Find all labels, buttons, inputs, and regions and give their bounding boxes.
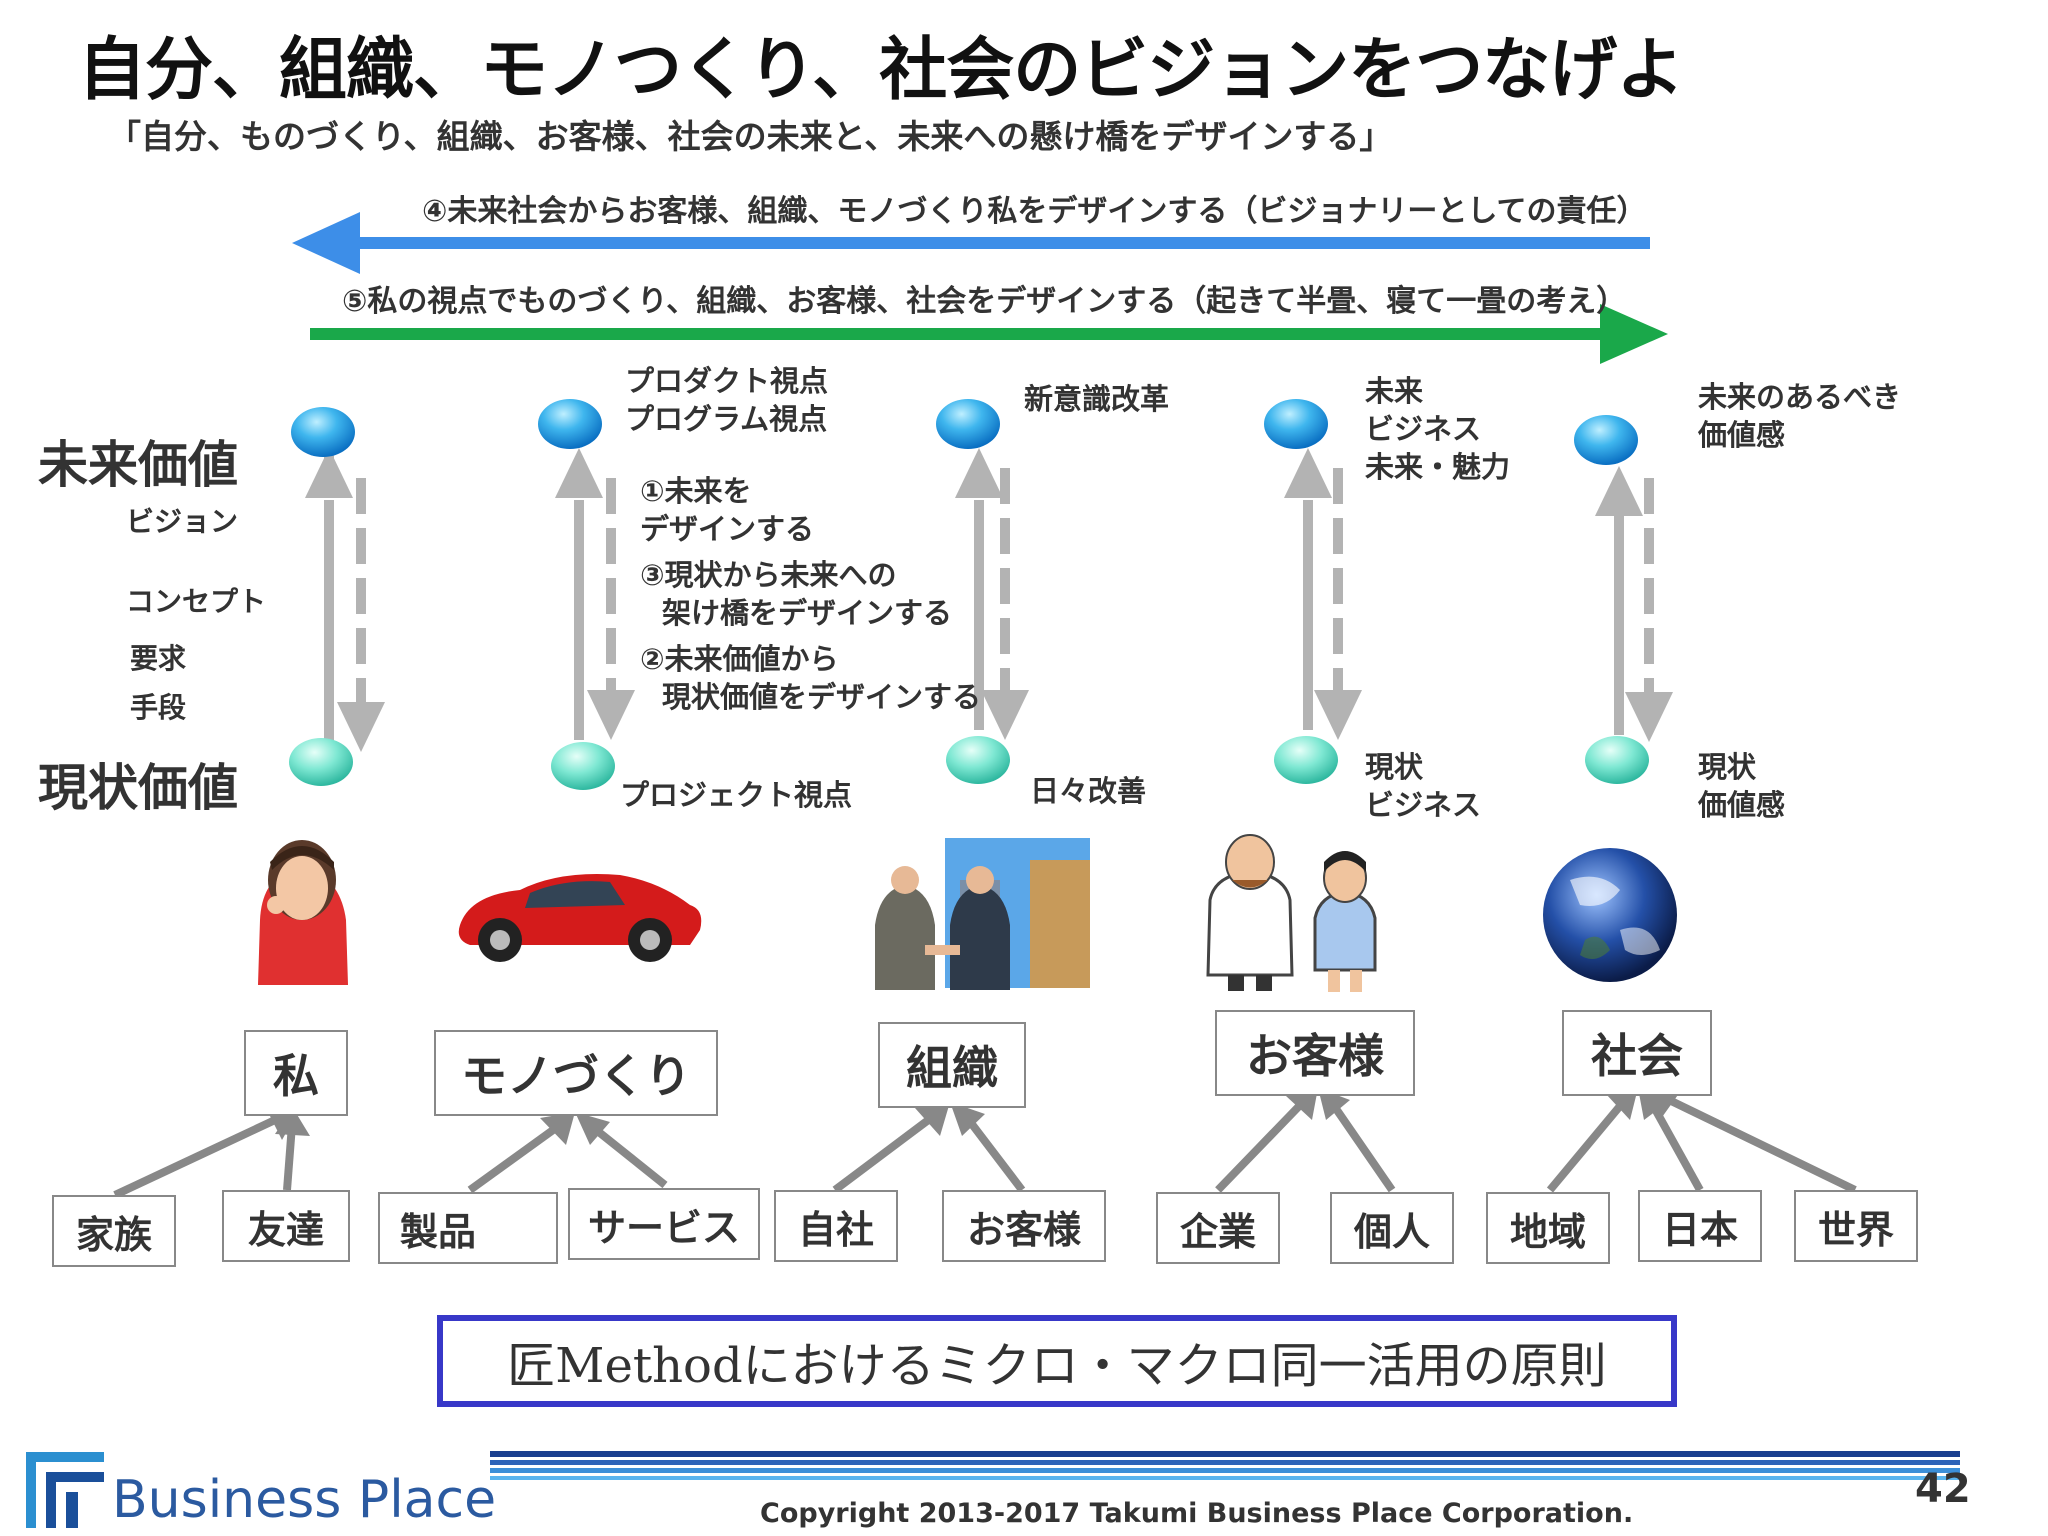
note-project: プロジェクト視点	[620, 778, 853, 812]
note-daily: 日々改善	[1030, 774, 1147, 808]
note-step1-1: ①未来を	[640, 474, 752, 508]
subitem-own-company: 自社	[774, 1190, 898, 1262]
subitem-friends: 友達	[222, 1190, 350, 1262]
note-future-business-3: 未来・魅力	[1365, 450, 1511, 484]
subitem-customer: お客様	[942, 1190, 1106, 1262]
note-current-values: 現状 価値感	[1698, 748, 1785, 824]
subitem-world: 世界	[1794, 1190, 1918, 1262]
note-current-business-1: 現状	[1365, 750, 1424, 784]
tree-arrowheads	[262, 1088, 1680, 1145]
subitem-japan: 日本	[1638, 1190, 1762, 1262]
present-to-future-arrow	[310, 304, 1668, 364]
future-value-label: 未来価値	[38, 436, 238, 494]
footer-stripes	[490, 1451, 1960, 1480]
subitem-family: 家族	[52, 1195, 176, 1267]
note-future-business-1: 未来	[1365, 374, 1424, 408]
customers-icon	[1206, 834, 1377, 992]
note-step1: ①未来を デザインする	[640, 472, 814, 548]
subitem-region: 地域	[1486, 1192, 1610, 1264]
future-to-present-arrow	[292, 212, 1650, 274]
category-self: 私	[244, 1030, 348, 1116]
note-step2-1: ②未来価値から	[640, 642, 839, 676]
category-organization: 組織	[878, 1022, 1026, 1108]
page-title: 自分、組織、モノつくり、社会のビジョンをつなげよ	[78, 31, 1684, 110]
note-current-business-2: ビジネス	[1365, 788, 1482, 822]
note-current-values-1: 現状	[1698, 750, 1757, 784]
side-label-concept: コンセプト	[126, 585, 267, 618]
note-product: プロダクト視点 プログラム視点	[625, 362, 828, 438]
principle-box: 匠Methodにおけるミクロ・マクロ同一活用の原則	[437, 1315, 1677, 1407]
note-step1-2: デザインする	[640, 512, 815, 546]
side-label-requirement: 要求	[130, 642, 187, 675]
note-step3: ③現状から未来への 架け橋をデザインする	[640, 556, 952, 632]
company-logo: Business Place	[112, 1470, 497, 1530]
note-current-business: 現状 ビジネス	[1365, 748, 1481, 824]
note-future-values-1: 未来のあるべき	[1698, 380, 1902, 414]
future-value-dots	[291, 399, 1638, 465]
note-step3-1: ③現状から未来への	[640, 558, 897, 592]
bottom-arrow-label: ⑤私の視点でものづくり、組織、お客様、社会をデザインする（起きて半畳、寝て一畳の…	[342, 284, 1627, 319]
logo-mark	[26, 1452, 104, 1528]
note-future-values: 未来のあるべき 価値感	[1698, 378, 1901, 454]
note-future-values-2: 価値感	[1698, 418, 1786, 452]
note-current-values-2: 価値感	[1698, 788, 1786, 822]
tree-arrows	[113, 1094, 1857, 1199]
current-value-label: 現状価値	[38, 759, 238, 817]
category-society: 社会	[1562, 1010, 1712, 1096]
note-reform: 新意識改革	[1024, 382, 1170, 416]
page-subtitle: 「自分、ものづくり、組織、お客様、社会の未来と、未来への懸け橋をデザインする」	[108, 117, 1393, 156]
note-step2-2: 現状価値をデザインする	[662, 680, 982, 714]
current-value-dots	[289, 736, 1649, 790]
note-future-business-2: ビジネス	[1365, 412, 1482, 446]
subitem-individual: 個人	[1330, 1192, 1454, 1264]
car-icon	[458, 874, 702, 962]
column-connectors	[305, 448, 1673, 752]
woman-icon	[258, 840, 348, 985]
category-monozukuri: モノづくり	[434, 1030, 718, 1116]
note-step3-2: 架け橋をデザインする	[662, 596, 953, 630]
subitem-product: 製品	[378, 1192, 558, 1264]
subitem-service: サービス	[568, 1188, 760, 1260]
note-product-1: プロダクト視点	[625, 364, 829, 398]
copyright: Copyright 2013-2017 Takumi Business Plac…	[760, 1498, 1634, 1529]
side-label-vision: ビジョン	[126, 505, 239, 538]
note-future-business: 未来 ビジネス 未来・魅力	[1365, 372, 1510, 486]
note-step2: ②未来価値から 現状価値をデザインする	[640, 640, 981, 716]
category-customer: お客様	[1215, 1010, 1415, 1096]
note-product-2: プログラム視点	[625, 402, 828, 436]
globe-icon	[1543, 848, 1677, 982]
subitem-enterprise: 企業	[1156, 1192, 1280, 1264]
top-arrow-label: ④未来社会からお客様、組織、モノづくり私をデザインする（ビジョナリーとしての責任…	[422, 194, 1647, 229]
side-label-means: 手段	[130, 691, 187, 724]
handshake-icon	[875, 838, 1090, 990]
page-number: 42	[1915, 1466, 1971, 1512]
